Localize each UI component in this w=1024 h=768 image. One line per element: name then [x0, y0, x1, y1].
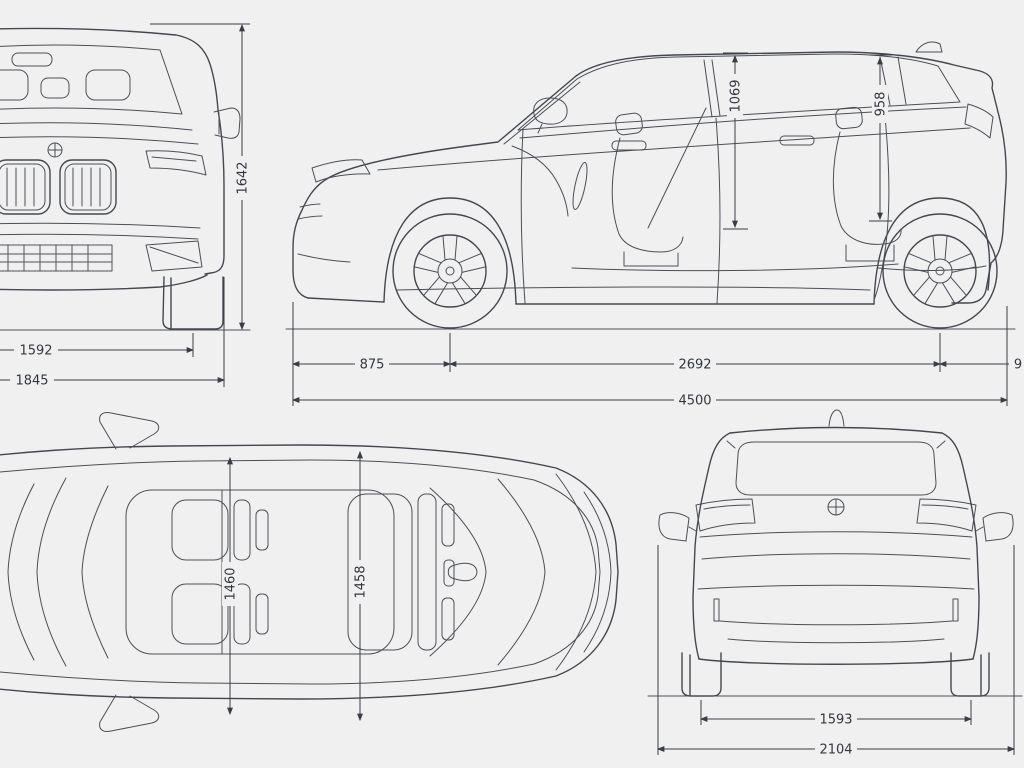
- front-view-car: [0, 27, 251, 331]
- floor-line: [571, 263, 899, 272]
- rear-bench-seat: [347, 493, 455, 651]
- kidney-grille: [0, 159, 117, 215]
- rear-view-dimensions: 1593 2104: [656, 545, 1016, 758]
- front-tire: [162, 276, 224, 330]
- rear-window: [735, 441, 937, 496]
- glasshouse: [517, 53, 961, 131]
- dim-label-front-track: 1592: [19, 344, 52, 359]
- beltline: [519, 106, 967, 139]
- sunroof: [125, 489, 395, 655]
- top-view-dimensions: 1460 1458: [222, 450, 369, 722]
- dim-label-rear-headroom: 958: [874, 92, 889, 117]
- front-view: 1642 1592 1845: [0, 23, 251, 389]
- headrest: [0, 69, 29, 101]
- reflector: [952, 598, 959, 622]
- windshield: [0, 44, 183, 115]
- top-view: 1460 1458: [0, 412, 619, 732]
- side-view-dimensions: 1069 958 875 2692 9: [291, 52, 1024, 409]
- rear-seat: [832, 131, 902, 262]
- roof-antenna: [11, 52, 53, 67]
- dim-label-wheelbase: 2692: [678, 358, 711, 373]
- bumper-intake: [145, 240, 203, 272]
- spoiler-edges: [726, 440, 946, 449]
- dim-label-rear-overhang-partial: 9: [1014, 358, 1022, 373]
- shark-fin-antenna: [828, 409, 845, 427]
- rear-bumper-crease: [877, 265, 987, 271]
- headlight: [311, 159, 371, 183]
- door-seams: [520, 105, 890, 304]
- side-view-car: [285, 41, 1016, 330]
- bmw-roundel-icon: [827, 498, 845, 516]
- bumper-bottom: [698, 658, 974, 665]
- dim-label-width-incl-mirrors: 2104: [819, 743, 852, 758]
- front-wheel: [392, 213, 508, 329]
- seatbelt: [647, 107, 707, 229]
- shark-fin-antenna: [447, 562, 478, 582]
- side-view: 1069 958 875 2692 9: [285, 41, 1024, 409]
- rear-tires: [681, 652, 990, 697]
- body-crease: [377, 127, 971, 171]
- front-seats: [171, 499, 269, 645]
- rear-body-sides: [692, 432, 980, 660]
- bumper-bottom: [0, 274, 208, 291]
- dim-label-front-height: 1642: [236, 161, 251, 194]
- taillights: [695, 498, 977, 532]
- dashboard: [511, 145, 569, 217]
- side-mirrors: [658, 512, 1014, 542]
- tailgate-creases: [699, 531, 973, 560]
- rear-window-arcs: [429, 473, 612, 671]
- top-view-car: [0, 412, 619, 732]
- dim-label-front-headroom: 1069: [729, 79, 744, 112]
- dim-label-rear-track: 1593: [819, 713, 852, 728]
- roof-line: [729, 426, 943, 434]
- dim-label-front-width: 1845: [15, 374, 48, 389]
- reflector: [713, 598, 720, 622]
- rear-seat-headrest: [835, 106, 863, 130]
- headrest: [85, 69, 131, 101]
- front-seat: [611, 137, 684, 267]
- side-body-outline: [292, 51, 1007, 304]
- side-mirrors: [99, 412, 160, 732]
- door-handle: [611, 140, 647, 151]
- taillight: [964, 103, 994, 139]
- rear-view-car: [647, 409, 1023, 697]
- rocker-lines: [307, 297, 875, 305]
- bumper-lines: [0, 222, 201, 240]
- shark-fin-antenna: [915, 41, 943, 53]
- top-body-outline: [0, 444, 619, 700]
- windshield-glass-line: [503, 81, 581, 145]
- pillars: [703, 56, 907, 118]
- dim-label-front-overhang: 875: [360, 358, 385, 373]
- dim-label-overall-length: 4500: [678, 394, 711, 409]
- front-seat-headrest: [615, 112, 643, 136]
- headlight: [145, 150, 207, 176]
- dim-label-front-interior-width: 1460: [224, 567, 239, 600]
- front-body-outline: [0, 27, 225, 275]
- top-body-inner-line: [0, 459, 601, 685]
- dim-label-rear-interior-width: 1458: [354, 565, 369, 598]
- windshield-arcs: [7, 477, 109, 667]
- bumper-top-line: [697, 584, 975, 590]
- bumper-valance-lines: [719, 620, 953, 644]
- bmw-roundel-icon: [47, 142, 63, 158]
- bumper-mesh: [0, 244, 113, 272]
- side-mirror: [533, 97, 568, 134]
- sill-line: [395, 286, 871, 291]
- rear-view: 1593 2104: [647, 409, 1023, 758]
- steering-wheel: [572, 162, 588, 210]
- headrest: [40, 77, 70, 99]
- rear-wheel: [882, 213, 998, 329]
- front-view-dimensions: 1642 1592 1845: [0, 23, 251, 389]
- interior: [511, 106, 902, 272]
- front-bumper-details: [297, 203, 351, 263]
- hood-lines: [0, 122, 199, 145]
